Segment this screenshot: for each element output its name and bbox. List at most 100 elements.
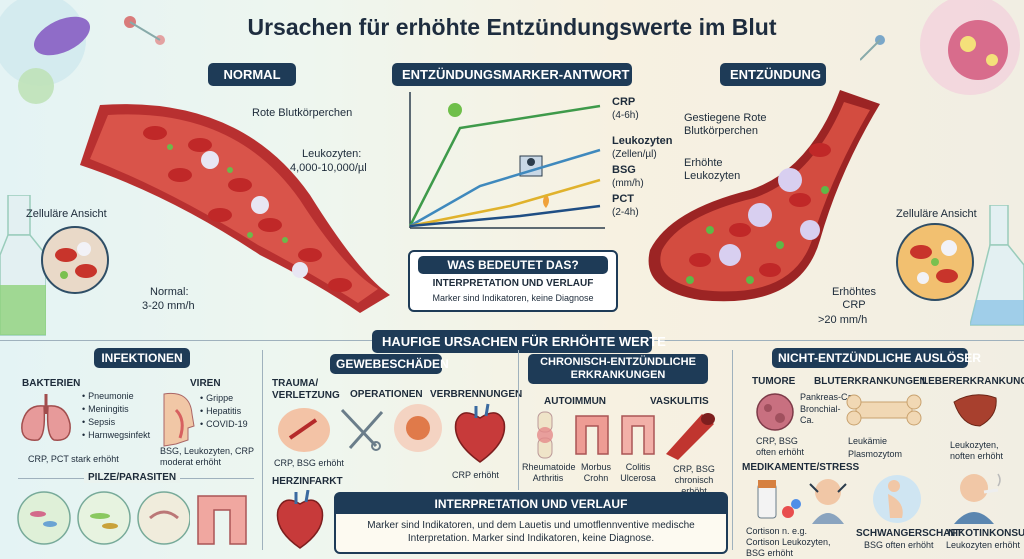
meds-stress-label: MEDIKAMENTE/STRESS [742,462,860,473]
trauma-label: TRAUMA/ VERLETZUNG [272,378,340,401]
liver-diseases-label: LEBERERKRANKUNGEN [922,376,1024,387]
operations-label: OPERATIONEN [350,389,423,400]
normal-leuko-value: 4,000-10,000/µl [290,162,367,174]
virus-note: BSG, Leukozyten, CRP moderat erhöht [160,446,254,467]
bsg-series-unit: (mm/h) [612,178,644,189]
crohn-label: Morbus Crohn [580,462,611,483]
doctor-icon [519,155,543,177]
pct-series-unit: (2-4h) [612,207,639,218]
heart-icon-burns [454,403,506,463]
column-divider [262,350,263,550]
burns-note: CRP erhöht [452,470,499,480]
normal-leuko-label: Leukozyten: [302,148,362,160]
pct-series-label: PCT [612,193,634,205]
normal-bsg-value: 3-20 mm/h [142,300,195,312]
liver-icon [953,394,997,427]
bacteria-item: Pneumonie [82,390,150,403]
interpretation-text: Marker sind Indikatoren, und dem Lauetis… [367,520,695,544]
inflammation-rbc-label: Gestiegene Rote Blutkörperchen [684,112,767,137]
tissue-heading: GEWEBESCHÄDEN [330,354,449,374]
meaning-question: WAS BEDEUTET DAS? [418,256,608,274]
tumor-icon [756,393,794,431]
chronic-heading: CHRONISCH-ENTZÜNDLICHE ERKRANKUNGEN [528,354,708,384]
virus-illustration-left [0,0,165,104]
meaning-box: WAS BEDEUTET DAS? INTERPRETATION UND VER… [408,250,618,312]
normal-rbc-label: Rote Blutkörperchen [252,107,353,119]
page-title: Ursachen für erhöhte Entzündungswerte im… [247,14,777,40]
bacteria-item: Harnwegsinfekt [82,429,150,442]
pregnancy-label: SCHWANGERSCHAFT [856,528,963,539]
inflamed-cell-view-circle [896,223,974,301]
pregnancy-note: BSG often erhöht [864,540,934,550]
non-inflammatory-heading: NICHT-ENTZÜNDLICHE AUSLÖSER [772,348,981,368]
pregnancy-icon [873,475,921,523]
leukozyten-curve [409,148,601,228]
blood-diseases-label: BLUTERKRANKUNGEN [814,376,927,387]
normal-bsg-label: Normal: [150,286,189,298]
inflammation-crp-value: >20 mm/h [818,314,868,326]
stressed-person-icon [809,479,847,524]
bone-icon [846,394,922,426]
meaning-text: Marker sind Indikatoren, keine Diagnose [432,293,594,303]
tumor-item: Pankreas-Ca. [800,392,856,402]
microbes-petri-icon [17,491,190,545]
column-divider [518,350,519,490]
lungs-icon [21,394,71,441]
burn-icon [394,404,442,452]
vessel-icon [666,413,715,460]
tumor-note: CRP, BSG often erhöht [756,436,805,457]
normal-heading: NORMAL [208,63,296,86]
flask-left-icon [0,195,46,336]
tumor-item: Bronchial-Ca. [800,404,841,425]
column-divider [732,350,733,550]
bsg-series-label: BSG [612,164,636,176]
tumors-label: TUMORE [752,376,796,387]
fungi-label: PILZE/PARASITEN [84,472,181,483]
bacteria-item: Sepsis [82,416,150,429]
colon-icon [575,415,609,455]
bacteria-note: CRP, PCT stark erhöht [28,454,119,464]
heart-attack-label: HERZINFARKT [272,476,343,487]
bacteria-label: BAKTERIEN [22,378,81,389]
normal-blood-vessel [80,104,390,313]
colon-ulcer-icon [621,415,655,455]
pct-curve [409,204,601,228]
crp-series-unit: (4-6h) [612,110,639,121]
burns-label: VERBRENNUNGEN [430,389,523,400]
normal-cell-view-circle [41,226,109,294]
trauma-note: CRP, BSG erhöht [274,458,344,468]
bsg-curve [409,178,601,228]
flame-icon [543,194,549,208]
nicotine-note: Leukozyten erhöht [946,540,1021,550]
inflammation-heading: ENTZÜNDUNG [720,63,826,86]
inflammation-leuko-label: Erhöhte Leukozyten [684,157,741,182]
inflammation-cell-view-label: Zelluläre Ansicht [896,208,977,220]
joint-icon [537,411,553,459]
blood-item: Plasmozytom [848,449,903,459]
heart-attack-icon [276,490,324,549]
vasculitis-note: CRP, BSG chronisch erhöht [673,464,715,496]
blood-item: Leukämie [848,436,888,446]
meaning-subheading: INTERPRETATION UND VERLAUF [432,278,594,289]
autoimmune-label: AUTOIMMUN [544,396,607,407]
crp-curve [408,104,601,227]
infections-heading: INFEKTIONEN [94,348,190,368]
marker-response-chart [408,92,605,229]
inflammation-crp-label: Erhöhtes CRP [831,286,877,311]
interpretation-heading: INTERPRETATION UND VERLAUF [336,494,726,514]
causes-heading: HAUFIGE URSACHEN FÜR ERHÖHTE WERTE [372,330,666,353]
bacteria-list: Pneumonie Meningitis Sepsis Harnwegsinfe… [82,390,150,442]
wound-icon [278,408,330,452]
flask-right-icon [970,205,1024,326]
virus-icon [448,103,462,117]
interpretation-box: INTERPRETATION UND VERLAUF Marker sind I… [334,492,728,554]
leuko-series-label: Leukozyten [612,135,673,147]
liver-note: Leukozyten, noften erhöht [950,440,1004,461]
smoker-icon [954,473,1001,524]
surgery-tools-icon [340,408,384,451]
normal-cell-view-label: Zelluläre Ansicht [26,208,107,220]
marker-heading: ENTZÜNDUNGSMARKER-ANTWORT [392,63,632,86]
virus-illustration-right [860,0,1020,95]
virus-item: Grippe [200,392,248,405]
pills-icon [757,480,801,519]
